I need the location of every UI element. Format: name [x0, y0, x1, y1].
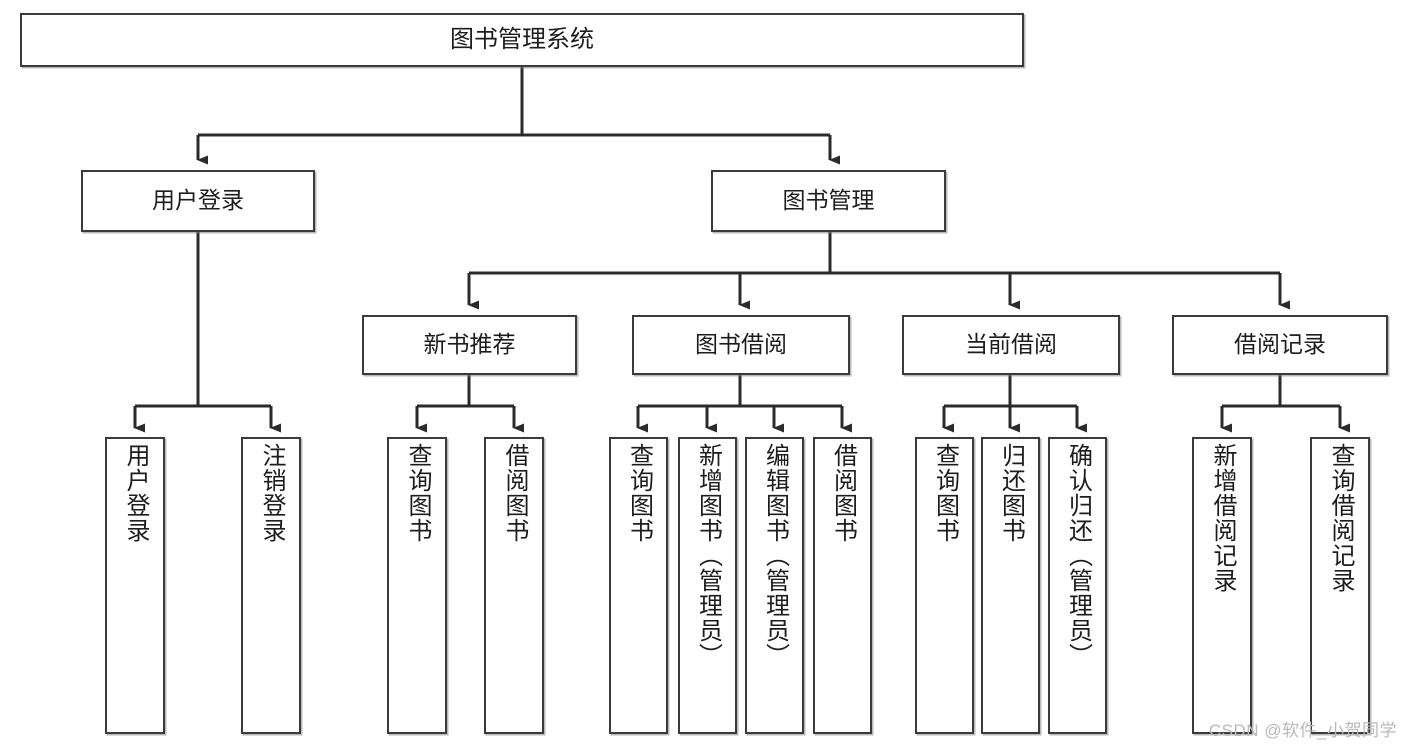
- node-label: 查询借阅记录: [1327, 443, 1354, 593]
- leaf-current-borrow-return[interactable]: 归还图书: [981, 437, 1040, 734]
- node-label: 借阅记录: [1234, 331, 1326, 358]
- node-label: 归还图书: [997, 443, 1025, 543]
- node-current-borrow[interactable]: 当前借阅: [902, 315, 1120, 375]
- leaf-borrow-record-add[interactable]: 新增借阅记录: [1192, 437, 1252, 734]
- node-label: 注销登录: [258, 443, 285, 543]
- node-label: 借阅图书: [829, 443, 857, 543]
- leaf-user-login-login[interactable]: 用户登录: [105, 437, 165, 734]
- node-label: 查询图书: [404, 443, 431, 543]
- node-label: 编辑图书（管理员）: [761, 443, 789, 668]
- node-label: 图书借阅: [695, 331, 787, 358]
- node-label: 查询图书: [625, 443, 653, 543]
- leaf-new-book-query[interactable]: 查询图书: [387, 437, 447, 734]
- node-borrow-record[interactable]: 借阅记录: [1172, 315, 1388, 375]
- node-book-borrow[interactable]: 图书借阅: [632, 315, 850, 375]
- node-label: 新增图书（管理员）: [694, 443, 722, 668]
- node-label: 用户登录: [152, 187, 244, 214]
- leaf-book-borrow-query[interactable]: 查询图书: [609, 437, 668, 734]
- node-root-system[interactable]: 图书管理系统: [20, 13, 1024, 67]
- leaf-current-borrow-query[interactable]: 查询图书: [915, 437, 974, 734]
- node-label: 图书管理系统: [450, 25, 594, 53]
- node-label: 借阅图书: [501, 443, 528, 543]
- node-book-management[interactable]: 图书管理: [711, 170, 946, 232]
- leaf-book-borrow-borrow[interactable]: 借阅图书: [813, 437, 872, 734]
- node-label: 用户登录: [122, 443, 149, 543]
- node-label: 当前借阅: [965, 331, 1057, 358]
- leaf-book-borrow-add-admin[interactable]: 新增图书（管理员）: [678, 437, 737, 734]
- leaf-borrow-record-query[interactable]: 查询借阅记录: [1310, 437, 1370, 734]
- node-label: 新增借阅记录: [1209, 443, 1236, 593]
- leaf-book-borrow-edit-admin[interactable]: 编辑图书（管理员）: [745, 437, 804, 734]
- node-new-book-recommend[interactable]: 新书推荐: [362, 315, 577, 375]
- node-label: 确认归还（管理员）: [1064, 443, 1092, 668]
- node-user-login[interactable]: 用户登录: [81, 170, 315, 232]
- leaf-user-login-logout[interactable]: 注销登录: [241, 437, 301, 734]
- leaf-new-book-borrow[interactable]: 借阅图书: [484, 437, 544, 734]
- node-label: 查询图书: [931, 443, 959, 543]
- leaf-current-borrow-confirm-admin[interactable]: 确认归还（管理员）: [1048, 437, 1107, 734]
- node-label: 图书管理: [782, 187, 875, 214]
- node-label: 新书推荐: [423, 331, 516, 358]
